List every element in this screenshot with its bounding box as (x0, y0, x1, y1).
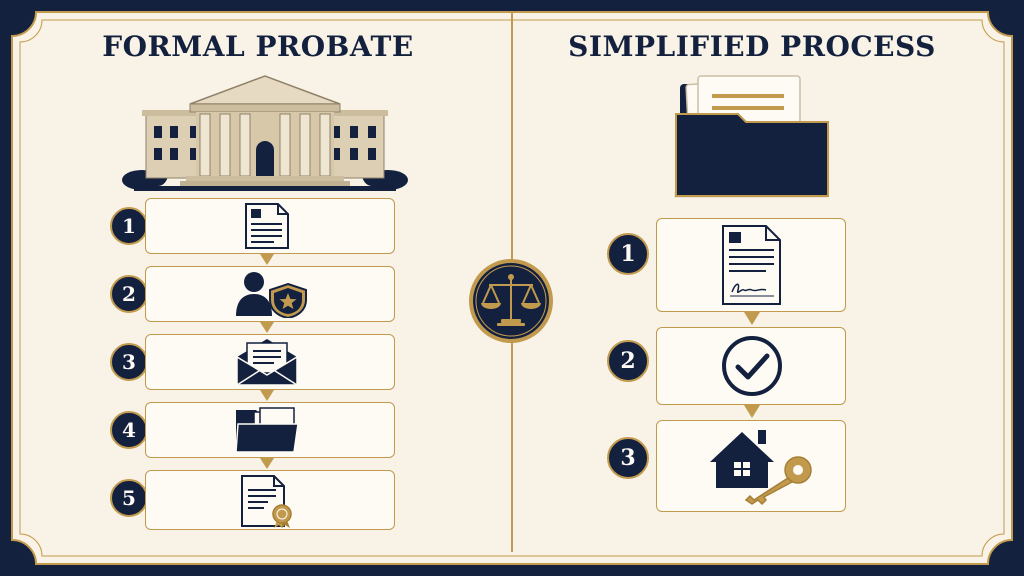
formal-step-3-badge: 3 (110, 343, 148, 381)
simplified-arrow-1 (744, 312, 760, 325)
scales-of-justice-icon (469, 259, 553, 343)
courthouse-icon (122, 75, 408, 191)
certificate-seal-icon (241, 475, 292, 528)
simplified-step-1-badge: 1 (607, 233, 649, 275)
formal-step-4-badge: 4 (110, 411, 148, 449)
checkmark-circle-icon (722, 336, 782, 396)
simplified-process-title: SIMPLIFIED PROCESS (568, 30, 936, 63)
document-icon (245, 203, 289, 249)
formal-arrow-1 (260, 254, 274, 265)
folder-files-icon (235, 407, 299, 453)
formal-probate-title: FORMAL PROBATE (102, 30, 414, 63)
envelope-letter-icon (236, 339, 298, 386)
formal-step-5-badge: 5 (110, 479, 148, 517)
person-shield-icon (236, 272, 307, 318)
formal-arrow-4 (260, 458, 274, 469)
formal-step-2-badge: 2 (110, 275, 148, 313)
simplified-step-3-badge: 3 (607, 437, 649, 479)
formal-arrow-3 (260, 390, 274, 401)
signed-document-icon (722, 225, 781, 305)
formal-step-1-badge: 1 (110, 207, 148, 245)
house-key-icon (710, 430, 812, 506)
simplified-arrow-2 (744, 405, 760, 418)
formal-arrow-2 (260, 322, 274, 333)
folder-documents-icon (674, 75, 829, 198)
simplified-step-2-badge: 2 (607, 340, 649, 382)
